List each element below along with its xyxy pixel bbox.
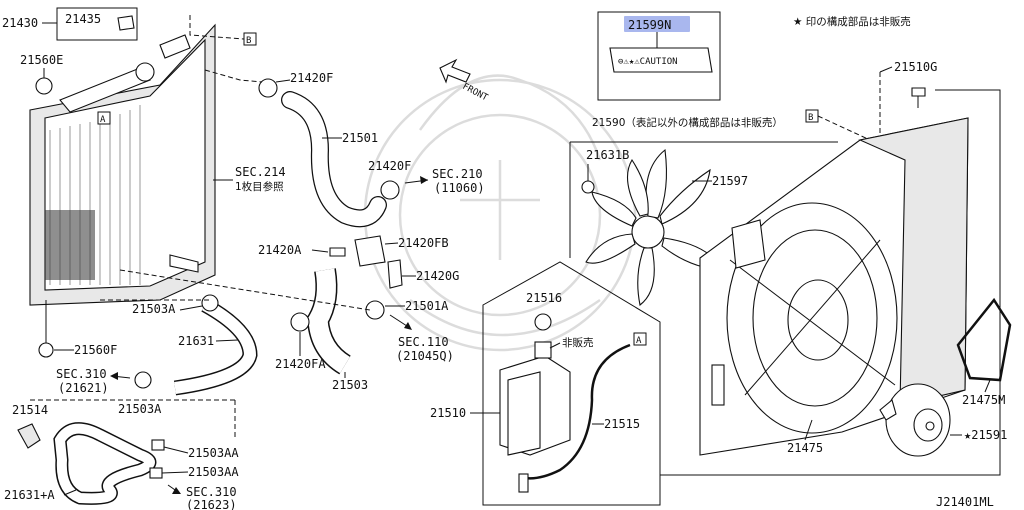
callout-21631A: 21631+A bbox=[4, 488, 55, 502]
sec214-label: SEC.214 bbox=[235, 165, 286, 179]
callout-21420F-mid: 21420F bbox=[368, 159, 411, 173]
callout-21420FB: 21420FB bbox=[398, 236, 449, 250]
radiator-drawing bbox=[29, 23, 216, 358]
sec310b-code: (21623) bbox=[186, 498, 237, 510]
highlighted-part-21599N: 21599N bbox=[628, 18, 671, 32]
fan-blade-21597 bbox=[585, 148, 723, 306]
callout-21501: 21501 bbox=[342, 131, 378, 145]
caution-label-drawing: ⊖⚠★⚠CAUTION bbox=[609, 47, 713, 73]
caution-label-text: ⊖⚠★⚠CAUTION bbox=[618, 57, 678, 67]
not-for-sale-label: 非販売 bbox=[562, 336, 594, 349]
callout-21514: 21514 bbox=[12, 403, 48, 417]
sec310a-label: SEC.310 bbox=[56, 367, 107, 381]
callout-21475: 21475 bbox=[787, 441, 823, 455]
callout-21503A-top: 21503A bbox=[132, 302, 176, 316]
callout-21560E: 21560E bbox=[20, 53, 63, 67]
callout-21420F-top: 21420F bbox=[290, 71, 333, 85]
callout-21501A: 21501A bbox=[405, 299, 449, 313]
callout-21597: 21597 bbox=[712, 174, 748, 188]
lower-hose-21503 bbox=[306, 268, 352, 375]
callout-21503AA-bottom: 21503AA bbox=[188, 465, 239, 479]
ref-box-A-radiator: A bbox=[97, 111, 111, 125]
sec214-note: 1枚目参照 bbox=[235, 180, 284, 193]
svg-text:B: B bbox=[808, 113, 813, 123]
callout-21503A-bottom: 21503A bbox=[118, 402, 162, 416]
callout-21420A: 21420A bbox=[258, 243, 302, 257]
callout-21503: 21503 bbox=[332, 378, 368, 392]
callout-21475M: 21475M bbox=[962, 393, 1005, 407]
callout-21510: 21510 bbox=[430, 406, 466, 420]
sec110-label: SEC.110 bbox=[398, 335, 449, 349]
callout-21631B: 21631B bbox=[586, 148, 629, 162]
callout-21631: 21631 bbox=[178, 334, 214, 348]
svg-text:A: A bbox=[636, 336, 642, 346]
svg-text:B: B bbox=[246, 36, 251, 46]
svg-text:A: A bbox=[100, 115, 106, 125]
callout-21590: 21590（表記以外の構成部品は非販売） bbox=[592, 116, 783, 129]
fan-motor-21591 bbox=[879, 383, 951, 457]
callout-21591: ★21591 bbox=[964, 428, 1007, 442]
callout-21516: 21516 bbox=[526, 291, 562, 305]
callout-21510G: 21510G bbox=[894, 60, 937, 74]
ref-box-A-reservoir: A bbox=[633, 332, 647, 346]
sec110-code: (21045Q) bbox=[396, 349, 454, 363]
callout-21420FA: 21420FA bbox=[275, 357, 326, 371]
callout-21420G: 21420G bbox=[416, 269, 459, 283]
not-for-sale-note: ★ 印の構成部品は非販売 bbox=[793, 15, 911, 28]
callout-21515: 21515 bbox=[604, 417, 640, 431]
callout-21435: 21435 bbox=[65, 12, 101, 26]
callout-21560F: 21560F bbox=[74, 343, 117, 357]
callout-21430: 21430 bbox=[2, 16, 38, 30]
callout-21503AA-top: 21503AA bbox=[188, 446, 239, 460]
sec210-label: SEC.210 bbox=[432, 167, 483, 181]
sec310b-label: SEC.310 bbox=[186, 485, 237, 499]
watermark-logo bbox=[363, 74, 637, 352]
diagram-id: J21401ML bbox=[936, 495, 994, 509]
upper-hose-21501 bbox=[281, 91, 387, 228]
ref-box-B-shroud: B bbox=[805, 109, 819, 123]
fan-shroud-21475 bbox=[699, 117, 969, 456]
sec310a-code: (21621) bbox=[58, 381, 109, 395]
svg-text:FRONT: FRONT bbox=[461, 82, 490, 104]
sec210-code: (11060) bbox=[434, 181, 485, 195]
ref-box-B-radiator: B bbox=[243, 32, 257, 46]
